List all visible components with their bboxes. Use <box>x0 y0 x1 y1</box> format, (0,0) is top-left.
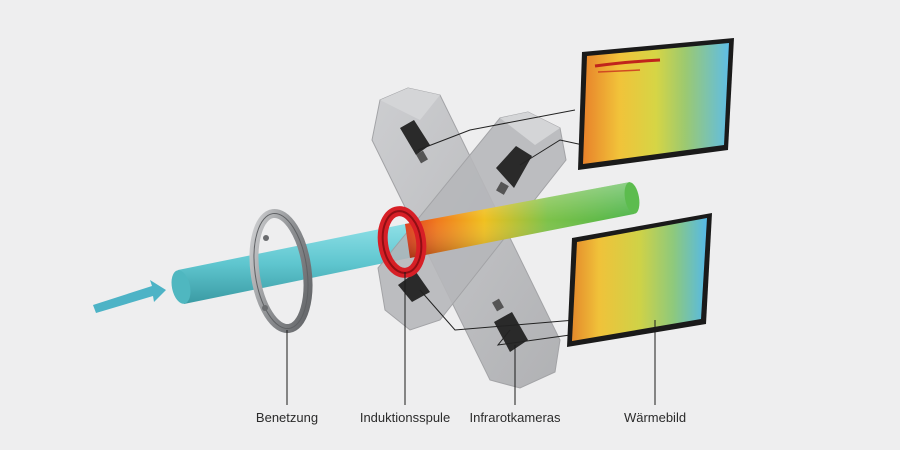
thermal-image-monitor-top <box>578 38 734 170</box>
steel-rod-cold-section <box>171 223 414 304</box>
infrared-camera-top-right <box>496 146 532 195</box>
steel-rod-heated-section <box>405 182 640 258</box>
wetting-ring-icon <box>249 208 313 334</box>
camera-monitor-connectors <box>417 109 584 346</box>
label-induction-coil: Induktionsspule <box>359 410 451 425</box>
label-infrared-cameras: Infrarotkameras <box>469 410 561 425</box>
label-leader-lines <box>286 272 656 405</box>
thermal-image-monitor-bottom <box>567 213 712 347</box>
infrared-camera-bottom-left <box>398 272 430 302</box>
feed-direction-arrow-icon <box>93 280 166 313</box>
label-wetting: Benetzung <box>255 410 319 425</box>
induction-coil-icon <box>377 206 427 278</box>
label-thermal-image: Wärmebild <box>623 410 687 425</box>
infrared-camera-top-left <box>400 120 430 164</box>
